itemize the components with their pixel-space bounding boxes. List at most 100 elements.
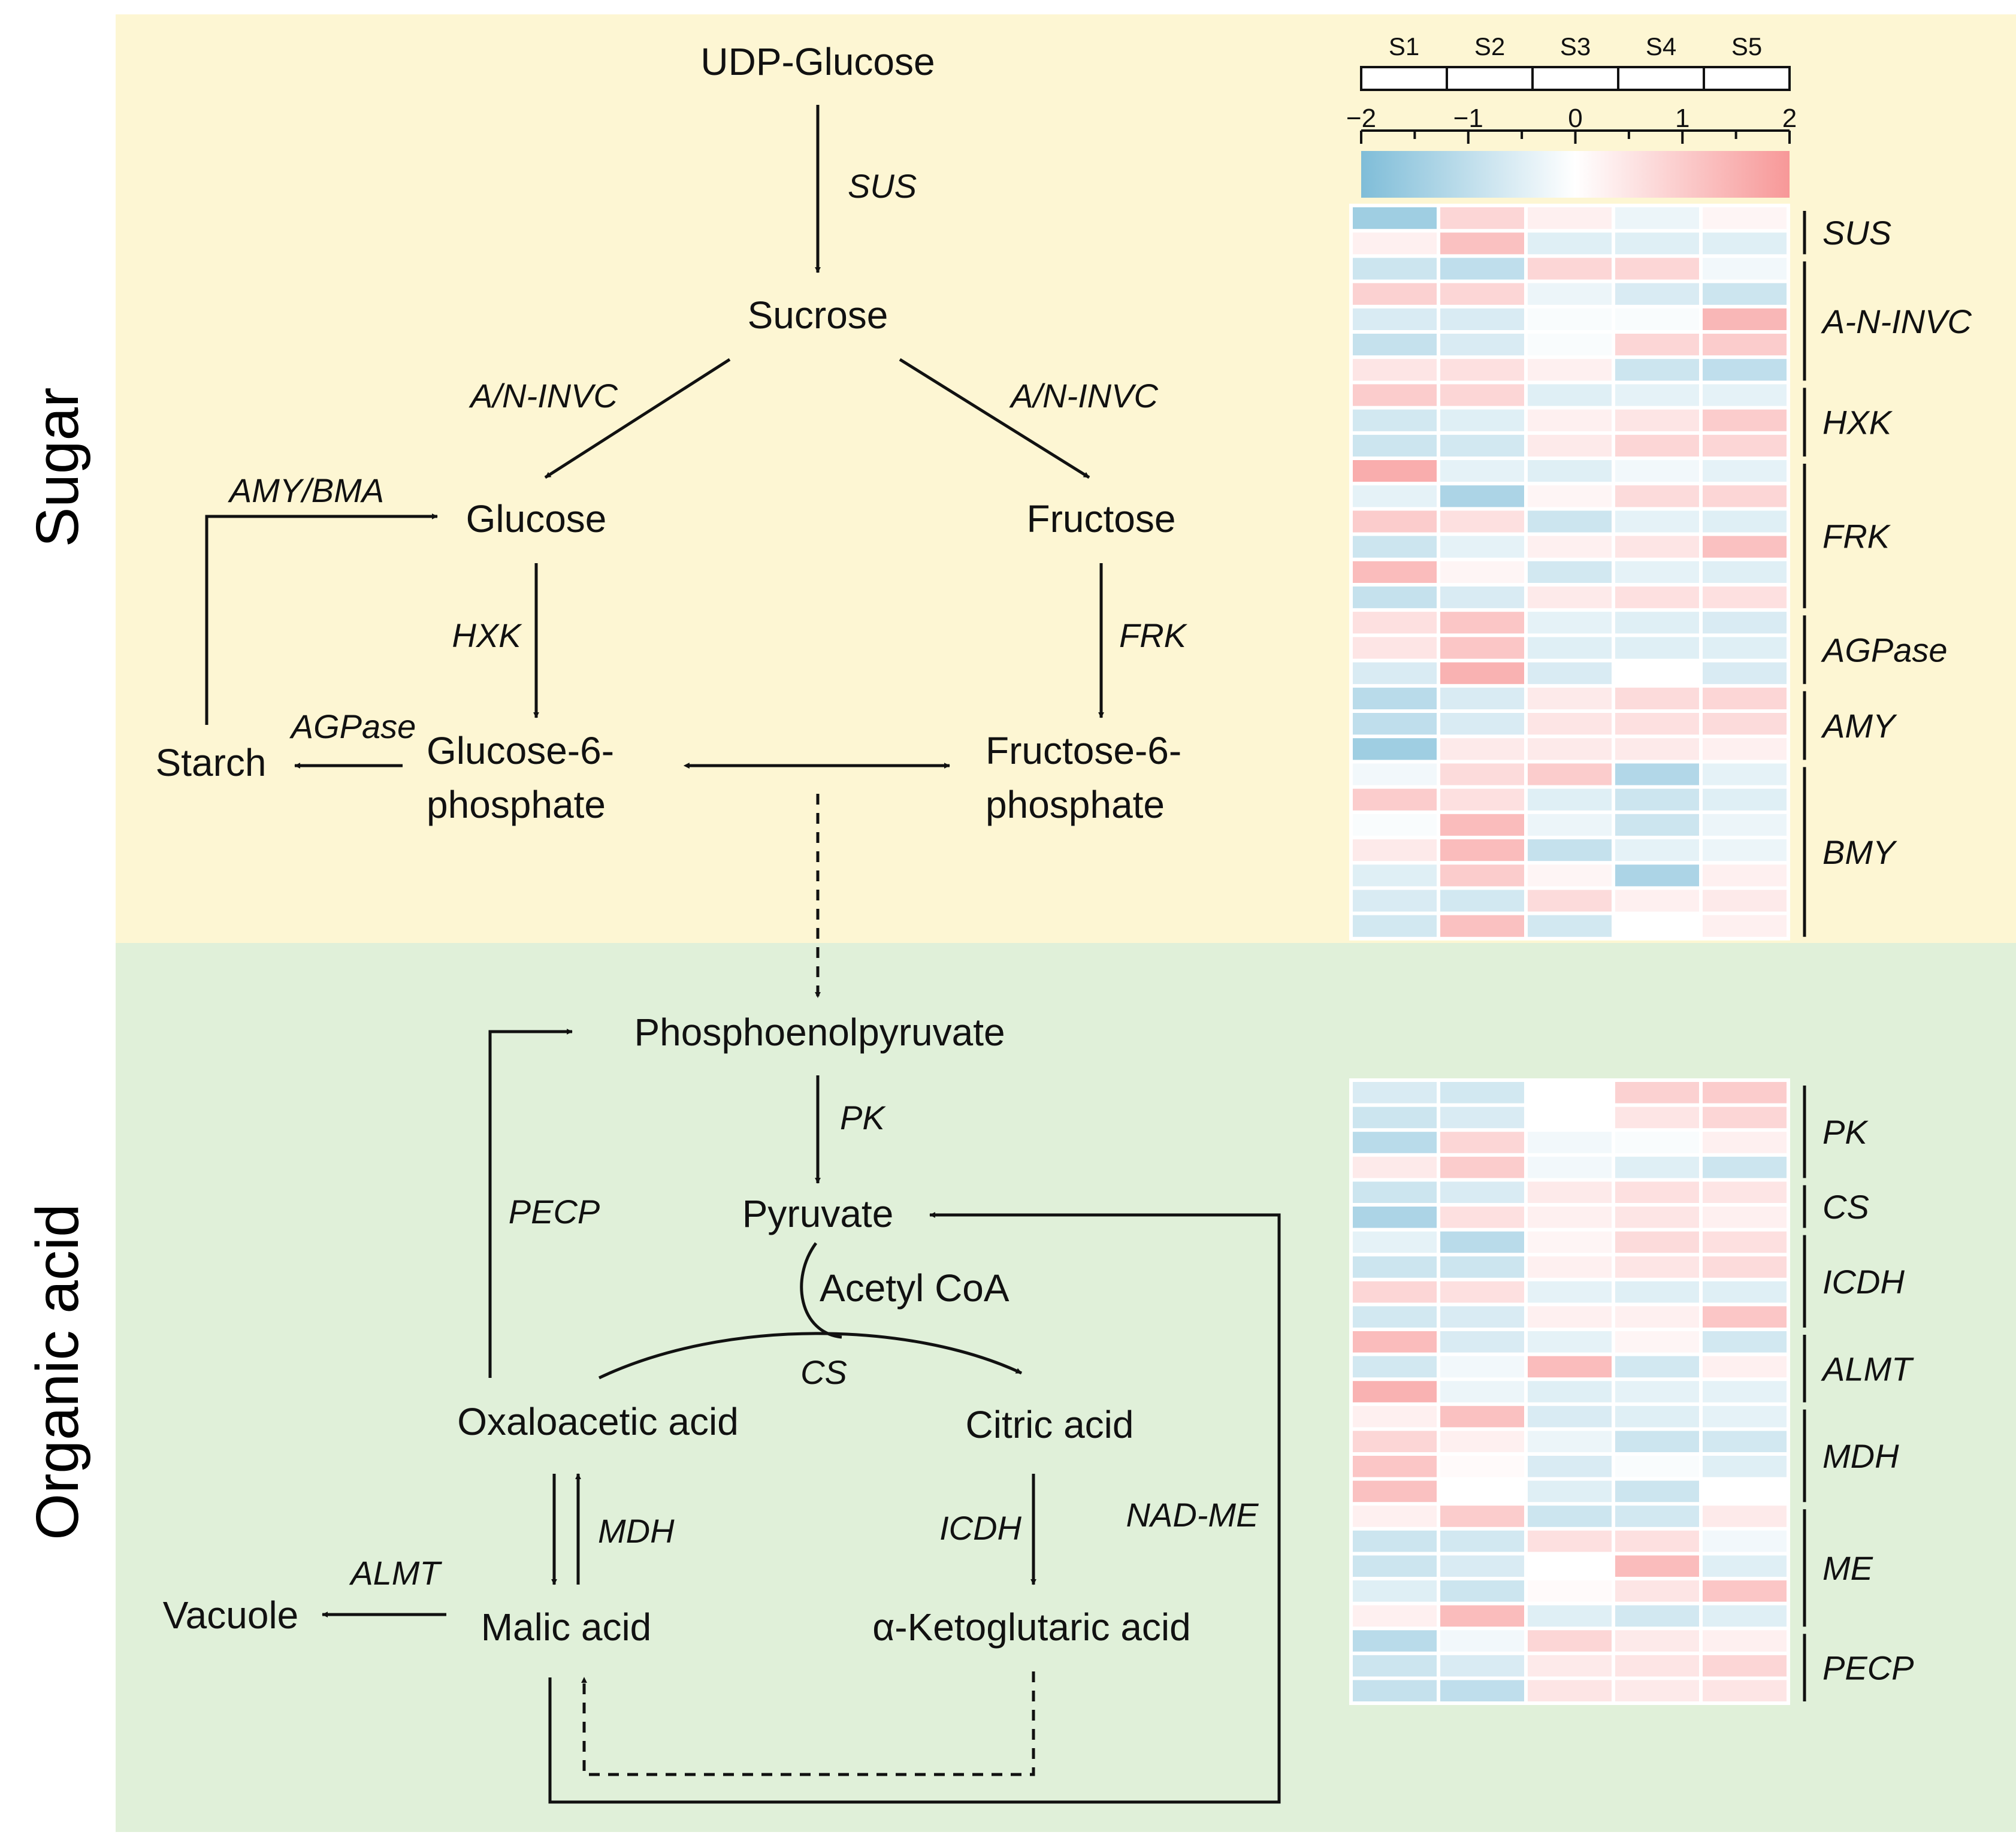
heatmap-cell — [1528, 587, 1612, 609]
heatmap-cell — [1615, 713, 1699, 735]
heatmap-cell — [1615, 864, 1699, 887]
heatmap-cell — [1440, 1132, 1524, 1153]
heatmap-cell — [1703, 1630, 1787, 1652]
heatmap-cell — [1615, 409, 1699, 431]
heatmap-cell — [1528, 485, 1612, 507]
heatmap-cell — [1615, 334, 1699, 356]
heatmap-cell — [1528, 1281, 1612, 1303]
heatmap-cell — [1528, 763, 1612, 785]
node-sucrose: Sucrose — [748, 294, 888, 337]
heatmap-cell — [1703, 637, 1787, 659]
heatmap-cell — [1703, 1306, 1787, 1328]
gene-group-label: HXK — [1822, 404, 1893, 442]
heatmap-cell — [1615, 1381, 1699, 1402]
heatmap-cell — [1440, 1630, 1524, 1652]
heatmap-cell — [1440, 232, 1524, 255]
heatmap-cell — [1440, 1082, 1524, 1104]
heatmap-cell — [1615, 1181, 1699, 1203]
heatmap-cell — [1440, 1405, 1524, 1428]
heatmap-cell — [1528, 1480, 1612, 1503]
sample-label-s3: S3 — [1560, 32, 1591, 61]
heatmap-cell — [1440, 788, 1524, 811]
heatmap-cell — [1615, 1207, 1699, 1228]
node-fructose: Fructose — [1027, 497, 1176, 540]
heatmap-cell — [1440, 915, 1524, 937]
heatmap-cell — [1440, 890, 1524, 912]
heatmap-cell — [1353, 485, 1437, 507]
heatmap-cell — [1353, 1580, 1437, 1602]
gene-group-label: SUS — [1822, 214, 1891, 252]
heatmap-cell — [1440, 434, 1524, 457]
heatmap-cell — [1703, 207, 1787, 229]
heatmap-cell — [1615, 1630, 1699, 1652]
heatmap-cell — [1615, 1256, 1699, 1278]
heatmap-cell — [1615, 1480, 1699, 1503]
heatmap-cell — [1703, 409, 1787, 431]
heatmap-cell — [1703, 1456, 1787, 1477]
heatmap-cell — [1440, 536, 1524, 558]
heatmap-cell — [1703, 1356, 1787, 1378]
heatmap-cell — [1440, 1530, 1524, 1552]
heatmap-cell — [1528, 864, 1612, 887]
heatmap-cell — [1440, 1381, 1524, 1402]
heatmap-cell — [1353, 763, 1437, 785]
color-scale-bar — [1361, 151, 1790, 198]
heatmap-cell — [1353, 637, 1437, 659]
enzyme-icdh: ICDH — [939, 1509, 1021, 1547]
heatmap-cell — [1615, 814, 1699, 836]
heatmap-cell — [1353, 662, 1437, 684]
node-phosphoenolpyruvate: Phosphoenolpyruvate — [634, 1011, 1005, 1054]
gene-group-label: PECP — [1822, 1649, 1914, 1687]
heatmap-cell — [1353, 687, 1437, 709]
sample-box-s2 — [1446, 66, 1534, 91]
heatmap-cell — [1615, 1231, 1699, 1253]
enzyme-nad-me: NAD-ME — [1126, 1496, 1259, 1534]
heatmap-cell — [1615, 434, 1699, 457]
heatmap-cell — [1528, 283, 1612, 305]
heatmap-cell — [1353, 1381, 1437, 1402]
heatmap-cell — [1440, 485, 1524, 507]
arrow-oaa-to-pep — [488, 1029, 573, 1378]
heatmap-cell — [1353, 1256, 1437, 1278]
heatmap-cell — [1440, 1331, 1524, 1353]
heatmap-cell — [1440, 814, 1524, 836]
heatmap-cell — [1353, 587, 1437, 609]
heatmap-cell — [1528, 434, 1612, 457]
heatmap-cell — [1440, 1256, 1524, 1278]
heatmap-cell — [1703, 1381, 1787, 1402]
heatmap-cell — [1440, 460, 1524, 482]
gene-group-label: PK — [1822, 1113, 1869, 1151]
heatmap-cell — [1528, 915, 1612, 937]
heatmap-cell — [1528, 510, 1612, 533]
heatmap-cell — [1440, 1231, 1524, 1253]
heatmap-cell — [1353, 1281, 1437, 1303]
enzyme-hxk: HXK — [452, 616, 522, 654]
heatmap-cell — [1353, 460, 1437, 482]
heatmap-cell — [1703, 1156, 1787, 1178]
heatmap-cell — [1528, 1605, 1612, 1627]
heatmap-cell — [1703, 839, 1787, 861]
heatmap-cell — [1440, 1480, 1524, 1503]
heatmap-cell — [1703, 283, 1787, 305]
heatmap-cell — [1703, 788, 1787, 811]
node-malic-acid: Malic acid — [481, 1606, 652, 1649]
heatmap-cell — [1353, 864, 1437, 887]
heatmap-cell — [1528, 1405, 1612, 1428]
node-oxaloacetic-acid: Oxaloacetic acid — [457, 1400, 739, 1443]
heatmap-cell — [1440, 1181, 1524, 1203]
enzyme-pk: PK — [840, 1099, 886, 1136]
heatmap-cell — [1353, 1431, 1437, 1452]
heatmap-cell — [1615, 308, 1699, 330]
heatmap-cell — [1528, 1680, 1612, 1701]
arrow-oaa-to-citric — [598, 1332, 1023, 1380]
heatmap-cell — [1353, 612, 1437, 634]
gene-group-label: ME — [1822, 1549, 1873, 1587]
node-glucose-6-phosphate-line1: Glucose-6- — [427, 729, 614, 772]
heatmap-cell — [1615, 1580, 1699, 1602]
sample-label-s1: S1 — [1389, 32, 1419, 61]
heatmap-cell — [1615, 258, 1699, 280]
heatmap-cell — [1353, 1331, 1437, 1353]
